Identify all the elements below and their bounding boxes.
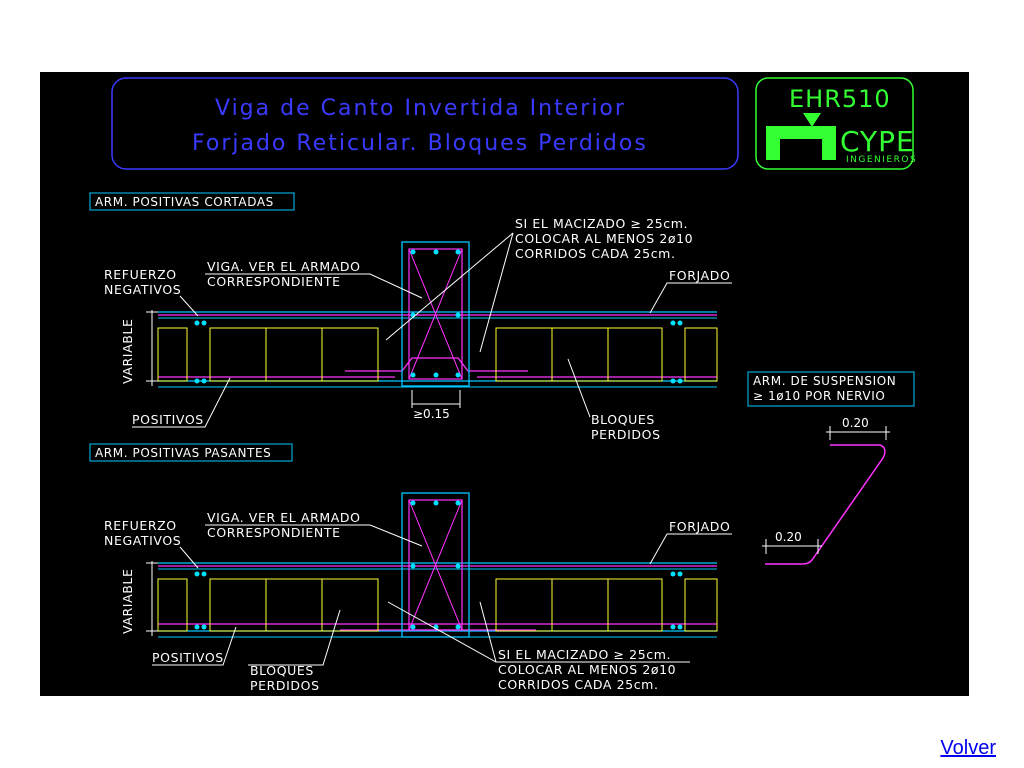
section-bottom: ARM. POSITIVAS PASANTES xyxy=(89,443,732,693)
beam-outline xyxy=(401,241,470,387)
variable-dimension-bottom xyxy=(146,561,158,636)
bloques-label-bottom-1: BLOQUES xyxy=(250,663,314,678)
blocks-top xyxy=(157,327,718,382)
section-bottom-heading: ARM. POSITIVAS PASANTES xyxy=(95,446,271,460)
viga-label-top-2: CORRESPONDIENTE xyxy=(207,274,341,289)
title-line-1: Viga de Canto Invertida Interior xyxy=(215,96,626,121)
dimension-top-label: ≥0.15 xyxy=(413,407,450,421)
forjado-leader-top xyxy=(649,282,732,314)
logo-code: EHR510 xyxy=(789,85,891,113)
note-bottom-3: CORRIDOS CADA 25cm. xyxy=(498,677,659,692)
section-top: ARM. POSITIVAS CORTADAS xyxy=(89,192,732,442)
cype-logo: EHR510 CYPE INGENIEROS xyxy=(755,77,917,170)
positivos-leader-bottom xyxy=(152,626,237,666)
bloques-label-top-2: PERDIDOS xyxy=(591,427,661,442)
note-top-1: SI EL MACIZADO ≥ 25cm. xyxy=(515,216,688,231)
positivos-label-top: POSITIVOS xyxy=(132,412,204,427)
title-frame xyxy=(111,77,739,170)
suspension-label-box xyxy=(747,371,915,407)
forjado-leader-bottom xyxy=(649,533,732,565)
positivos-leader-top xyxy=(132,377,231,428)
section-bottom-heading-box xyxy=(89,443,293,462)
refuerzo-leader-bottom xyxy=(179,546,199,569)
refuerzo-label-top-1: REFUERZO xyxy=(104,267,177,282)
note-bottom-1: SI EL MACIZADO ≥ 25cm. xyxy=(498,647,671,662)
bloques-leader-top xyxy=(567,358,591,418)
suspension-label-2: ≥ 1ø10 POR NERVIO xyxy=(753,389,885,403)
refuerzo-label-bottom-2: NEGATIVOS xyxy=(104,533,181,548)
note-top-2: COLOCAR AL MENOS 2ø10 xyxy=(515,231,693,246)
logo-frame xyxy=(755,77,914,170)
beam-stirrup xyxy=(408,248,463,380)
dimension-top xyxy=(411,390,461,408)
beam-outline-b xyxy=(401,492,470,638)
positivos-label-bottom: POSITIVOS xyxy=(152,650,224,665)
logo-triangle-icon xyxy=(803,113,821,127)
logo-brand: CYPE xyxy=(840,125,915,158)
section-top-heading-box xyxy=(89,192,295,211)
beam-diagonal-2 xyxy=(408,248,463,380)
beam-stirrup-b xyxy=(408,499,463,631)
bloques-leader-bottom xyxy=(248,609,341,666)
title-line-2: Forjado Reticular. Bloques Perdidos xyxy=(192,131,648,156)
cad-drawing: Viga de Canto Invertida Interior Forjado… xyxy=(40,72,969,696)
variable-label-bottom: VARIABLE xyxy=(120,569,135,634)
viga-label-bottom-2: CORRESPONDIENTE xyxy=(207,525,341,540)
logo-mark-icon xyxy=(766,126,836,160)
forjado-label-top: FORJADO xyxy=(669,268,730,283)
suspension-dim-bottom xyxy=(762,539,822,554)
suspension-dim-top-label: 0.20 xyxy=(842,416,869,430)
variable-dimension-top xyxy=(146,310,158,386)
beam-diagonal-b2 xyxy=(408,499,463,631)
viga-leader-bottom xyxy=(205,524,423,547)
refuerzo-label-top-2: NEGATIVOS xyxy=(104,282,181,297)
refuerzo-label-bottom-1: REFUERZO xyxy=(104,518,177,533)
bloques-label-top-1: BLOQUES xyxy=(591,412,655,427)
suspension-detail: ARM. DE SUSPENSION ≥ 1ø10 POR NERVIO 0.2… xyxy=(747,371,915,565)
note-bottom-2: COLOCAR AL MENOS 2ø10 xyxy=(498,662,676,677)
viga-leader-top xyxy=(205,273,423,299)
note-leader-top-a xyxy=(385,232,514,341)
logo-sub: INGENIEROS xyxy=(846,155,917,165)
note-top-3: CORRIDOS CADA 25cm. xyxy=(515,246,676,261)
back-link[interactable]: Volver xyxy=(940,737,996,759)
variable-label-top: VARIABLE xyxy=(120,319,135,384)
hooked-rebar xyxy=(345,357,528,372)
suspension-rebar xyxy=(765,444,886,565)
viga-label-bottom-1: VIGA. VER EL ARMADO xyxy=(207,510,361,525)
title-block: Viga de Canto Invertida Interior Forjado… xyxy=(111,77,739,170)
refuerzo-leader-top xyxy=(179,295,199,317)
suspension-dim-bottom-label: 0.20 xyxy=(775,530,802,544)
bloques-label-bottom-2: PERDIDOS xyxy=(250,678,320,693)
suspension-label-1: ARM. DE SUSPENSION xyxy=(753,374,896,388)
section-top-heading: ARM. POSITIVAS CORTADAS xyxy=(95,195,274,209)
viga-label-top-1: VIGA. VER EL ARMADO xyxy=(207,259,361,274)
suspension-dim-top xyxy=(826,426,890,440)
note-leader-bottom-b xyxy=(479,601,497,663)
blocks-bottom xyxy=(157,578,718,632)
forjado-label-bottom: FORJADO xyxy=(669,519,730,534)
note-leader-top-b xyxy=(479,232,514,353)
